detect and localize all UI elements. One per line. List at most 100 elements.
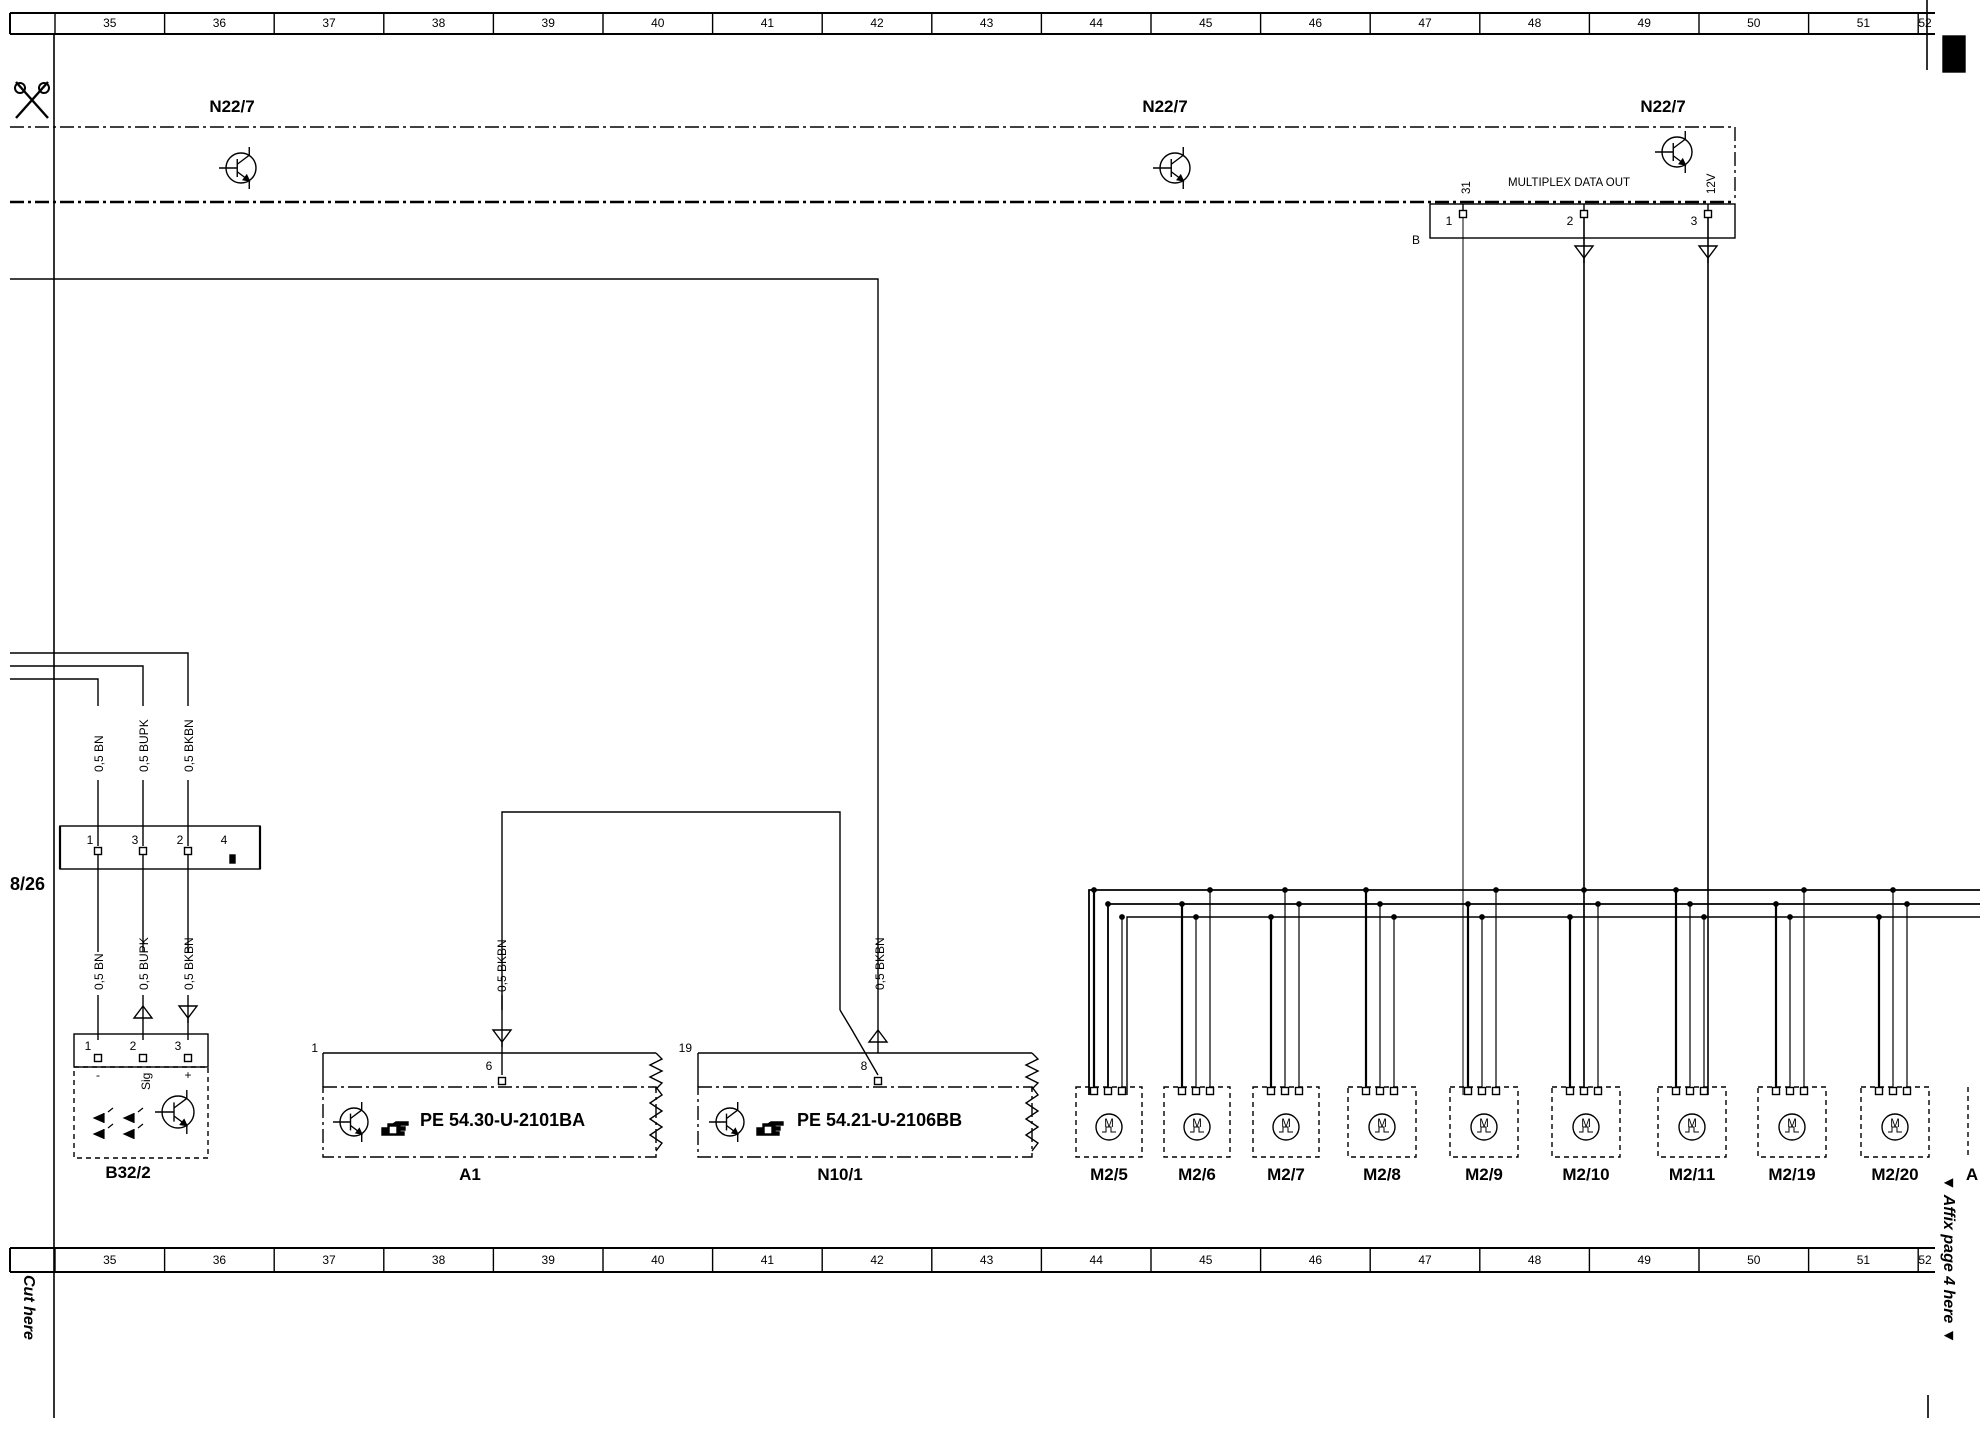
top-column-number: 45 — [1199, 16, 1213, 30]
arrow-up-icon — [867, 1028, 889, 1043]
top-column-number: 42 — [870, 16, 884, 30]
connector-pin — [1477, 1086, 1487, 1096]
b32-2-upper-pin-number: 2 — [177, 833, 184, 847]
bottom-column-number: 41 — [761, 1253, 775, 1267]
wire-color-label: 0,5 BN — [92, 953, 106, 990]
n22-7-label: N22/7 — [1142, 97, 1187, 116]
junction-dot — [1687, 901, 1693, 907]
junction-dot — [1119, 914, 1125, 920]
wire-color-label: 0,5 BKBN — [873, 937, 887, 990]
arrow-down-icon — [1573, 245, 1595, 263]
junction-dot — [1105, 901, 1111, 907]
bottom-column-number: 37 — [322, 1253, 336, 1267]
connector-pin — [183, 1053, 193, 1063]
motor-icon — [1470, 1113, 1498, 1141]
motor-symbol: M — [1281, 1118, 1291, 1130]
led-icon — [92, 1107, 114, 1123]
bottom-column-number: 49 — [1638, 1253, 1652, 1267]
junction-dot — [1207, 887, 1213, 893]
transistor-icon — [709, 1102, 745, 1142]
motor-wave — [1375, 1126, 1389, 1133]
bottom-column-number: 46 — [1309, 1253, 1323, 1267]
connector-pin — [1671, 1086, 1681, 1096]
transistor-icon — [1153, 147, 1191, 189]
b32-2-component-box — [73, 1066, 209, 1159]
motor-symbol: M — [1104, 1118, 1114, 1130]
connector-pin — [1579, 1086, 1589, 1096]
connector-pin — [1205, 1086, 1215, 1096]
junction-dot — [1465, 901, 1471, 907]
bottom-column-number: 43 — [980, 1253, 994, 1267]
transistor-icon — [1655, 131, 1693, 173]
bottom-column-number: 38 — [432, 1253, 446, 1267]
motor-icon — [1678, 1113, 1706, 1141]
pointing-hand-icon — [756, 1121, 784, 1136]
led-icon — [122, 1107, 144, 1123]
top-column-number: 49 — [1638, 16, 1652, 30]
junction-dot — [1479, 914, 1485, 920]
junction-dot — [1673, 887, 1679, 893]
connector-pin — [1463, 1086, 1473, 1096]
incoming-wire — [10, 665, 144, 706]
connector-pin — [1177, 1086, 1187, 1096]
wire-loop-a1-n10 — [501, 811, 841, 1010]
pin-signal-mark: Sig — [139, 1073, 153, 1090]
junction-dot — [1091, 887, 1097, 893]
pointing-hand-icon — [381, 1121, 409, 1136]
connector-pin — [1117, 1086, 1127, 1096]
connector-pin — [1103, 1086, 1113, 1096]
motor-label: M2/11 — [1669, 1165, 1715, 1184]
top-column-number: 48 — [1528, 16, 1542, 30]
n10-1-pin-number: 8 — [861, 1059, 868, 1073]
bottom-column-number: 40 — [651, 1253, 665, 1267]
page-marker-block — [1942, 35, 1966, 73]
motor-label: M2/19 — [1768, 1165, 1815, 1184]
motor-icon — [1881, 1113, 1909, 1141]
break-zigzag — [1024, 1086, 1040, 1152]
motor-icon — [1183, 1113, 1211, 1141]
motor-wave — [1102, 1126, 1116, 1133]
motor-wave — [1785, 1126, 1799, 1133]
wire-color-label: 0,5 BUPK — [137, 719, 151, 772]
connector-pin — [1699, 1086, 1709, 1096]
motor-box — [1449, 1086, 1519, 1158]
connector-pin — [1458, 209, 1468, 219]
motor-symbol: M — [1479, 1118, 1489, 1130]
motor-box — [1252, 1086, 1320, 1158]
junction-dot — [1581, 887, 1587, 893]
motor-wave — [1579, 1126, 1593, 1133]
bottom-column-number: 44 — [1090, 1253, 1104, 1267]
connector-pin — [1191, 1086, 1201, 1096]
connector-pin — [1874, 1086, 1884, 1096]
n10-1-reference: PE 54.21-U-2106BB — [797, 1110, 962, 1130]
connector-pin — [1902, 1086, 1912, 1096]
pin-tag-31: 31 — [1461, 181, 1473, 194]
wire-color-label: 0,5 BKBN — [182, 937, 196, 990]
connector-pin — [873, 1076, 883, 1086]
pin-tag-12v: 12V — [1706, 173, 1718, 194]
junction-dot — [1282, 887, 1288, 893]
connector-pin — [1565, 1086, 1575, 1096]
junction-dot — [1801, 887, 1807, 893]
motor-box — [1075, 1086, 1143, 1158]
motor-wave — [1685, 1126, 1699, 1133]
connector-pin — [1593, 1086, 1603, 1096]
b32-2-upper-pin-number: 3 — [132, 833, 139, 847]
motor-wave — [1888, 1126, 1902, 1133]
b32-2-upper-pin-number: 1 — [87, 833, 94, 847]
motor-icon — [1272, 1113, 1300, 1141]
motor-box — [1757, 1086, 1827, 1158]
junction-dot — [1493, 887, 1499, 893]
top-column-number: 36 — [213, 16, 227, 30]
arrow-down-icon — [177, 1005, 199, 1023]
connector-pin — [1771, 1086, 1781, 1096]
motor-label: M2/5 — [1090, 1165, 1128, 1184]
junction-dot — [1268, 914, 1274, 920]
connector-label: B — [1412, 233, 1420, 247]
motor-label: M2/8 — [1363, 1165, 1401, 1184]
motor-box — [1347, 1086, 1417, 1158]
b32-2-label: B32/2 — [105, 1163, 150, 1182]
bottom-column-number: 47 — [1418, 1253, 1432, 1267]
junction-dot — [1904, 901, 1910, 907]
